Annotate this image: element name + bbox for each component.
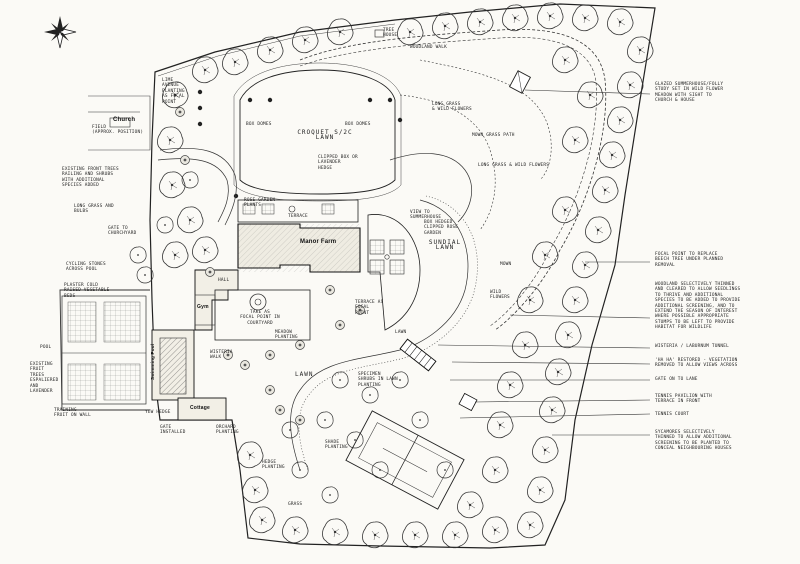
label-meadow-planting: Meadow Planting: [275, 330, 298, 341]
label-gate-churchyard: Gate to Churchyard: [108, 226, 137, 237]
label-lawn: Lawn: [295, 371, 314, 378]
label-rose-garden-plants: Rose Garden Plants: [244, 198, 276, 209]
sundial-lawn: [367, 214, 421, 331]
label-hall: Hall: [218, 278, 230, 283]
label-existing-front: Existing Front Trees Railing and Shrubs …: [62, 167, 119, 189]
church-field: [88, 95, 151, 151]
label-cycling-stones: Cycling Stones Across Pool: [66, 262, 106, 273]
label-woodland-walk: Woodland Walk: [410, 45, 447, 50]
label-church-field: Field (Approx. Position): [92, 125, 144, 136]
label-grass: Grass: [288, 502, 303, 507]
label-mown-grass-path: Mown Grass Path: [472, 133, 515, 138]
manor-house: [237, 223, 361, 273]
box-domes: [197, 89, 403, 199]
label-tree-house: Tree House: [383, 28, 398, 39]
annotation-woodland: Woodland Selectively Thinned and Cleared…: [655, 282, 741, 331]
annotation-leaders: [88, 89, 651, 436]
label-long-grass-wild-1: Long Grass & Wild Flowers: [432, 102, 472, 113]
front-planting: [129, 81, 219, 284]
label-long-grass-bulbs: Long Grass and Bulbs: [74, 204, 114, 215]
label-gym: Gym: [197, 304, 209, 310]
main-lawn-edge: [290, 199, 469, 471]
label-manor-farm: Manor Farm: [300, 239, 337, 245]
label-swimming-pool: Swimming Pool: [150, 343, 155, 380]
wisteria-tunnel: [399, 338, 437, 372]
label-pool: Pool: [40, 345, 52, 350]
label-hedge-planting: Hedge Planting: [262, 460, 285, 471]
croquet-lawn: [239, 69, 396, 195]
tennis-court: [345, 410, 465, 510]
annotation-tennis-court: Tennis Court: [655, 412, 690, 417]
annotation-summerhouse: Glazed Summerhouse/Folly Study Set in Wi…: [655, 82, 724, 104]
label-view-summerhouse: View to Summerhouse: [410, 210, 442, 221]
annotation-focal-point: Focal Point to Replace Beech Tree Under …: [655, 252, 724, 268]
label-box-domes-2: Box Domes: [345, 122, 371, 127]
label-lime-avenue: Lime Avenue Planting as Focal Point: [162, 78, 185, 105]
label-long-grass-wild-2: Long Grass & Wild Flowers: [478, 163, 550, 168]
label-terrace: Terrace: [288, 214, 308, 219]
label-orchard: Orchard Planting: [216, 425, 239, 436]
annotation-wisteria-tunnel: Wisteria / Laburnum Tunnel: [655, 344, 729, 349]
label-croquet-lawn: Croquet S/2C Lawn: [297, 129, 353, 142]
annotation-gate-lane: Gate on to Lane: [655, 377, 698, 382]
label-specimen-shrubs: Specimen Shrubs in Lawn Planting: [358, 372, 398, 388]
tree-house: [374, 29, 385, 38]
label-terrace-focal: Terrace as Focal Point: [355, 300, 384, 316]
label-wisteria-walk: Wisteria Walk: [210, 350, 233, 361]
rose-garden: [369, 239, 405, 275]
woodland-walk-path: [299, 28, 607, 331]
summerhouse: [508, 70, 532, 94]
label-box-hedged-rose: Box Hedged Clipped Rose Garden: [424, 220, 459, 236]
label-courtyard: Take as Focal Point in Courtyard: [240, 310, 280, 326]
annotation-tennis-pavilion: Tennis Pavilion with Terrace in Front: [655, 394, 712, 405]
label-lavender-hedge: Clipped Box or Lavender Hedge: [318, 155, 358, 171]
label-box-domes-1: Box Domes: [246, 122, 272, 127]
kitchen-garden: [61, 295, 147, 405]
terrace: [237, 199, 359, 223]
label-church: Church: [113, 117, 136, 123]
label-yew-hedge: Yew Hedge: [145, 410, 171, 415]
label-wild-flowers: Wild Flowers: [490, 290, 510, 301]
label-training-fruit: Training Fruit on Wall: [54, 408, 91, 419]
label-existing-fruit: Existing Fruit Trees Espaliered and Lave…: [30, 362, 59, 395]
tennis-pavilion: [458, 392, 478, 412]
label-plaster-cold: Plaster Cold Raised Vegetable Beds: [64, 283, 110, 299]
label-shade-planting: Shade Planting: [325, 440, 348, 451]
annotation-ha-ha: 'Ha Ha' Restored - Vegetation Removed to…: [655, 358, 738, 369]
outbuildings: [151, 269, 311, 421]
label-mown: Mown: [500, 262, 512, 267]
compass-rose: [44, 16, 77, 49]
label-lawn-2: Lawn: [395, 330, 407, 335]
annotation-sycamores: Sycamores Selectively Thinned to Allow A…: [655, 430, 732, 452]
label-sundial-lawn: Sundial Lawn: [428, 239, 462, 252]
label-gate-installed: Gate Installed: [160, 425, 186, 436]
label-cottage: Cottage: [190, 405, 211, 411]
